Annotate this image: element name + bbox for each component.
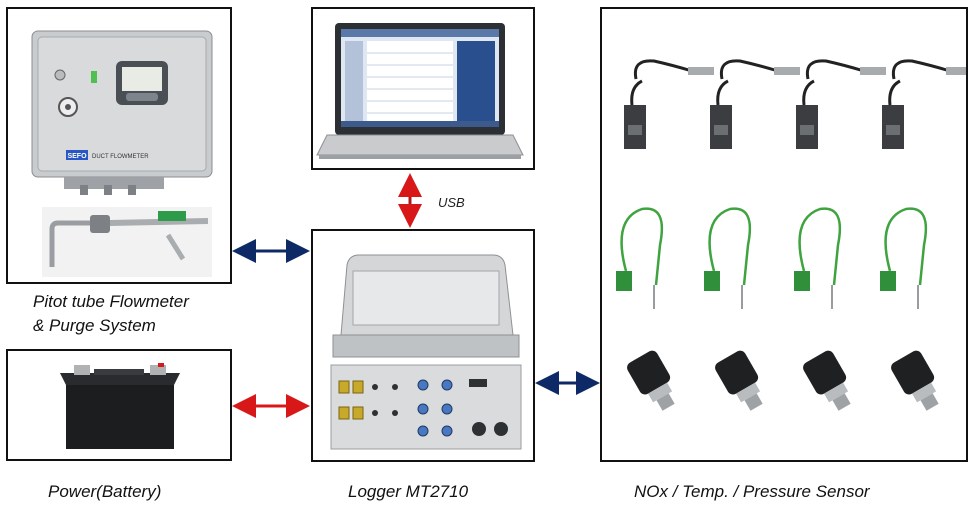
pressure-sensor: [627, 350, 675, 411]
flowmeter-brand-text: SEFO: [67, 153, 87, 160]
battery-illustration: [60, 363, 180, 449]
nox-sensor: [796, 59, 886, 149]
flowmeter-panel-text: DUCT FLOWMETER: [92, 154, 149, 160]
nox-sensor: [882, 59, 972, 149]
sensors-caption: NOx / Temp. / Pressure Sensor: [634, 482, 870, 501]
pressure-sensor: [715, 350, 763, 411]
nox-sensor: [710, 59, 800, 149]
flowmeter-caption-line2: & Purge System: [33, 316, 156, 335]
sensors-illustration: [616, 59, 972, 411]
flowmeter-box: SEFO DUCT FLOWMETER: [6, 7, 232, 284]
pressure-sensor: [891, 350, 939, 411]
battery-box: [6, 349, 232, 461]
power-caption: Power(Battery): [48, 482, 162, 501]
temperature-sensor: [704, 207, 752, 309]
logger-box: [311, 229, 535, 462]
flowmeter-illustration: SEFO DUCT FLOWMETER: [31, 30, 213, 277]
temperature-sensor: [616, 207, 664, 309]
flowmeter-caption-line1: Pitot tube Flowmeter: [33, 292, 189, 311]
usb-label: USB: [438, 195, 465, 210]
logger-caption: Logger MT2710: [348, 482, 469, 501]
pressure-sensor: [803, 350, 851, 411]
logger-illustration: [330, 254, 522, 450]
temperature-sensor: [794, 207, 842, 309]
laptop-box: [311, 7, 535, 170]
sensors-box: [600, 7, 972, 462]
nox-sensor: [624, 59, 714, 149]
laptop-illustration: [316, 23, 524, 159]
temperature-sensor: [880, 207, 928, 309]
